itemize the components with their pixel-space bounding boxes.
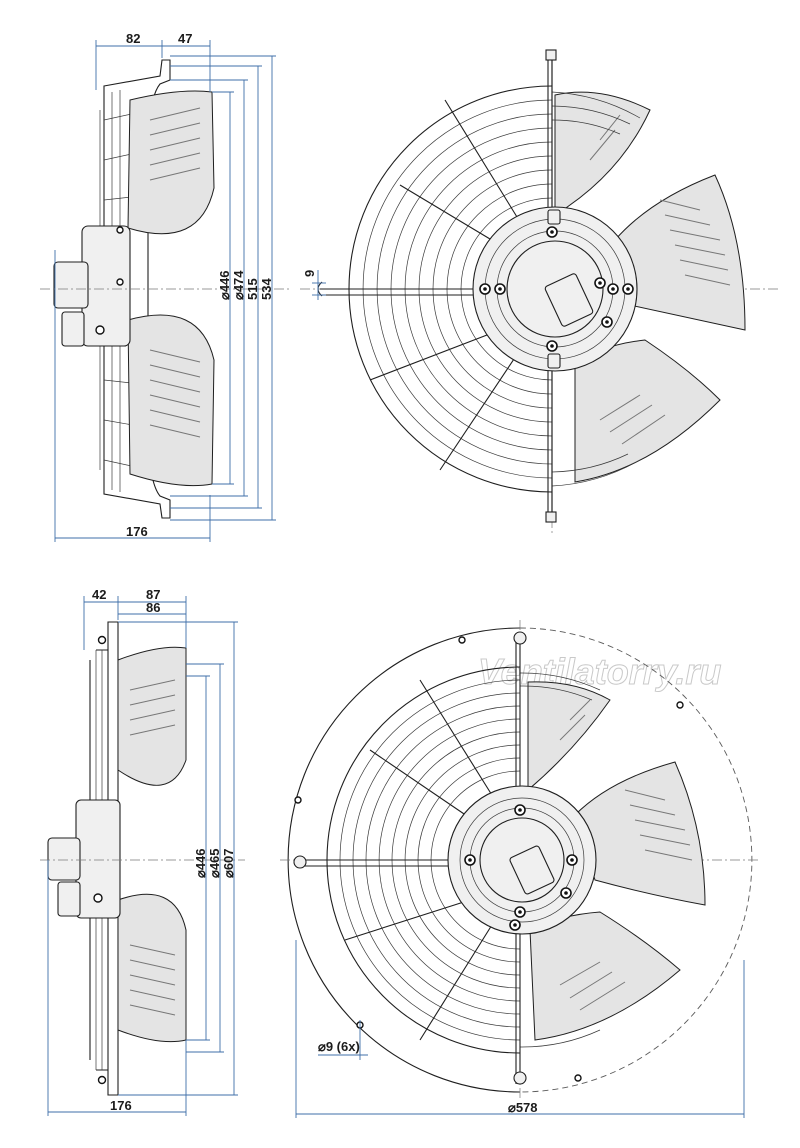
dim-82: 82 (126, 31, 140, 46)
dim-holes: ⌀9 (6x) (318, 1039, 360, 1054)
dim-42: 42 (92, 587, 106, 602)
dia-465-bottom: ⌀465 (207, 848, 222, 878)
dia-474-top: ⌀474 (231, 270, 246, 300)
dia-515-top: 515 (245, 278, 260, 300)
dia-446-top: ⌀446 (217, 270, 232, 300)
dim-9: 9 (302, 270, 317, 277)
dim-87: 87 (146, 587, 160, 602)
dim-47: 47 (178, 31, 192, 46)
dia-534-top: 534 (259, 278, 274, 300)
watermark-text: Ventilatorry.ru (478, 651, 721, 692)
dim-578: ⌀578 (508, 1100, 538, 1115)
dim-176-bottom: 176 (110, 1098, 132, 1113)
dia-446-bottom: ⌀446 (193, 848, 208, 878)
dim-86: 86 (146, 600, 160, 615)
top-side-view: 82 47 176 ⌀446 ⌀474 515 534 (40, 31, 290, 542)
bottom-front-view: ⌀9 (6x) ⌀578 (280, 620, 760, 1118)
top-front-view: 9 (300, 49, 780, 535)
dia-607-bottom: ⌀607 (221, 848, 236, 878)
dim-176-top: 176 (126, 524, 148, 539)
bottom-side-view: 42 87 86 176 ⌀446 ⌀465 ⌀607 (40, 587, 245, 1116)
